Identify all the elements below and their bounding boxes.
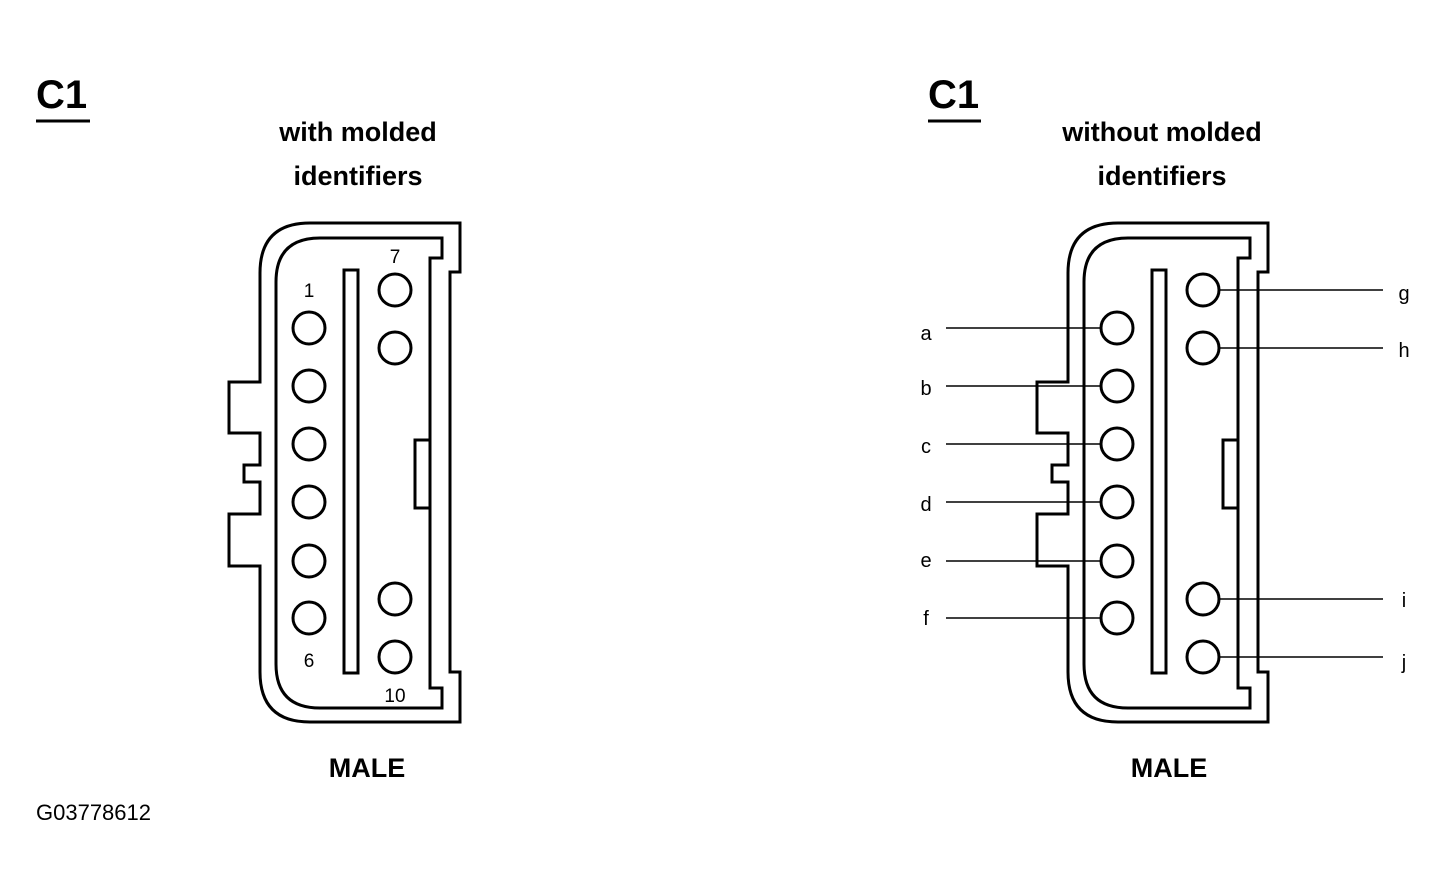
pin-label-j: j <box>1401 652 1406 674</box>
left-pins <box>291 272 413 675</box>
pin-f <box>1099 600 1135 636</box>
pin-e <box>1099 543 1135 579</box>
figure-id: G03778612 <box>36 800 151 825</box>
left-connector-housing <box>227 221 462 724</box>
pin-i <box>1185 581 1221 617</box>
right-side-latch <box>1221 438 1240 510</box>
left-gender-label: MALE <box>329 753 406 783</box>
connector-right: C1 without molded identifiers <box>920 73 1409 783</box>
pin-label-d: d <box>920 494 931 516</box>
left-subtitle-line1: with molded <box>278 117 437 147</box>
left-center-key <box>342 268 360 675</box>
left-connector-inner-wall <box>274 236 444 710</box>
pin-10 <box>377 639 413 675</box>
pin-c <box>1099 426 1135 462</box>
right-connector-inner-wall <box>1082 236 1252 710</box>
left-pin-label-7: 7 <box>390 247 401 268</box>
left-pin-label-10: 10 <box>384 686 405 707</box>
pin-7 <box>377 272 413 308</box>
left-subtitle-line2: identifiers <box>293 161 422 191</box>
pin-label-e: e <box>920 550 931 572</box>
pin-label-b: b <box>920 378 931 400</box>
pin-j <box>1185 639 1221 675</box>
pin-label-a: a <box>920 323 932 345</box>
pin-label-f: f <box>923 608 929 630</box>
pin-4 <box>291 484 327 520</box>
right-subtitle-line1: without molded <box>1061 117 1261 147</box>
right-connector-housing <box>1035 221 1270 724</box>
left-heading: C1 <box>36 73 87 117</box>
pin-b <box>1099 368 1135 404</box>
pin-6 <box>291 600 327 636</box>
pin-1 <box>291 310 327 346</box>
pin-h <box>1185 330 1221 366</box>
right-leader-lines <box>946 289 1383 658</box>
right-gender-label: MALE <box>1131 753 1208 783</box>
pin-8 <box>377 330 413 366</box>
pin-label-c: c <box>921 436 931 458</box>
right-heading: C1 <box>928 73 979 117</box>
pin-3 <box>291 426 327 462</box>
right-pins <box>1099 272 1221 675</box>
pin-2 <box>291 368 327 404</box>
left-pin-label-6: 6 <box>304 651 315 672</box>
pin-g <box>1185 272 1221 308</box>
pin-9 <box>377 581 413 617</box>
pin-d <box>1099 484 1135 520</box>
right-subtitle-line2: identifiers <box>1097 161 1226 191</box>
connector-left: C1 with molded identifiers 1 6 7 10 MALE <box>36 73 462 783</box>
pin-label-g: g <box>1398 283 1409 305</box>
pin-5 <box>291 543 327 579</box>
pin-label-h: h <box>1398 340 1409 362</box>
pin-a <box>1099 310 1135 346</box>
left-side-latch <box>413 438 432 510</box>
right-center-key <box>1150 268 1168 675</box>
left-pin-label-1: 1 <box>304 281 315 302</box>
pin-label-i: i <box>1402 590 1406 612</box>
